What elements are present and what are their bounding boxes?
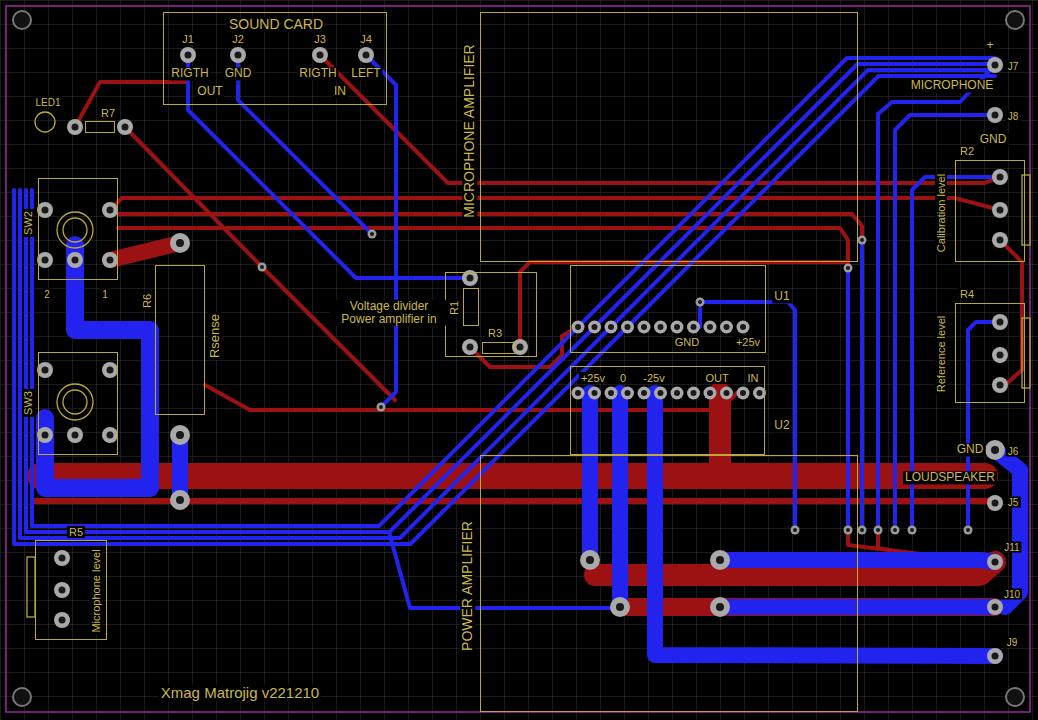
silkscreen-label: OUT [195, 85, 224, 98]
ic-footprint: U2+25v0-25vOUTIN [570, 366, 765, 455]
part-note: GND [673, 336, 701, 348]
ic-footprint: U1GND+25v [570, 265, 766, 353]
part-note: Reference level [935, 314, 947, 394]
resistor-footprint: R6Rsense [155, 265, 205, 415]
part-note: Calibration level [935, 172, 947, 254]
part-label: U1 [772, 290, 791, 303]
silkscreen-label: J4 [358, 33, 374, 45]
potentiometer-footprint: R5Microphone level [35, 540, 107, 640]
part-label: MICROPHONE AMPLIFIER [462, 42, 477, 219]
silkscreen-label: J2 [230, 33, 246, 45]
part-label: R5 [67, 526, 85, 538]
potentiometer-footprint: R4Reference level [955, 303, 1025, 403]
board-name: Xmag Matrojig v221210 [159, 685, 321, 702]
part-note: Microphone level [90, 547, 102, 634]
part-note: +25v [734, 336, 762, 348]
potentiometer-footprint: R2Calibration level [955, 160, 1025, 262]
silkscreen-label: J10 [1002, 589, 1022, 600]
part-label: R1 [448, 299, 460, 317]
part-label: R4 [958, 288, 976, 300]
silkscreen-label: J1 [180, 33, 196, 45]
silkscreen-label: IN [332, 85, 348, 98]
part-note: IN [746, 372, 761, 384]
part-label: R6 [141, 292, 153, 310]
part-label: Voltage divider Power amplifier in [330, 300, 449, 326]
silkscreen-label: J5 [1006, 497, 1021, 508]
part-label: U2 [772, 419, 791, 432]
part-note: 0 [618, 372, 628, 384]
part-label: R3 [486, 327, 504, 339]
switch-footprint: SW2 [38, 178, 118, 280]
part-label: R7 [99, 107, 117, 119]
module-box: POWER AMPLIFIER [480, 455, 858, 712]
silkscreen-label: J7 [1006, 61, 1021, 72]
resistor-footprint: R7 [85, 121, 115, 133]
silkscreen-label: GND [978, 133, 1009, 146]
resistor-footprint: R3 [482, 342, 516, 354]
silkscreen-label: J6 [1006, 446, 1021, 457]
part-note: +25v [579, 372, 607, 384]
part-label: R2 [958, 145, 976, 157]
silkscreen-label: 2 [42, 289, 52, 300]
silkscreen-label: LED1 [33, 97, 62, 108]
circuit-block: Voltage divider Power amplifier inR1R3 [445, 272, 537, 357]
silkscreen-label: J11 [1002, 542, 1021, 553]
part-label: SW2 [22, 209, 34, 237]
silkscreen-label: J3 [312, 33, 328, 45]
silkscreen-label: RIGTH [297, 67, 338, 80]
part-note: Rsense [208, 312, 222, 360]
resistor-footprint: R1 [463, 288, 479, 326]
silkscreen-label: LOUDSPEAKER [903, 471, 997, 484]
silkscreen-label: GND [955, 443, 986, 456]
switch-footprint: SW3 [38, 352, 118, 455]
silkscreen-label: J9 [1005, 637, 1020, 648]
silkscreen-label: RIGTH [169, 67, 210, 80]
silkscreen-label: J8 [1006, 111, 1021, 122]
part-label: POWER AMPLIFIER [460, 519, 475, 653]
part-label: SOUND CARD [227, 17, 325, 32]
silkscreen-label: LEFT [349, 67, 382, 80]
silkscreen-label: GND [223, 67, 254, 80]
silkscreen-label: 1 [100, 289, 110, 300]
part-label: SW3 [22, 389, 34, 417]
silkscreen-label: MICROPHONE [909, 79, 996, 92]
module-box: MICROPHONE AMPLIFIER [480, 12, 858, 262]
part-note: -25v [641, 372, 666, 384]
part-note: OUT [703, 372, 730, 384]
silkscreen-label: + [984, 39, 995, 52]
